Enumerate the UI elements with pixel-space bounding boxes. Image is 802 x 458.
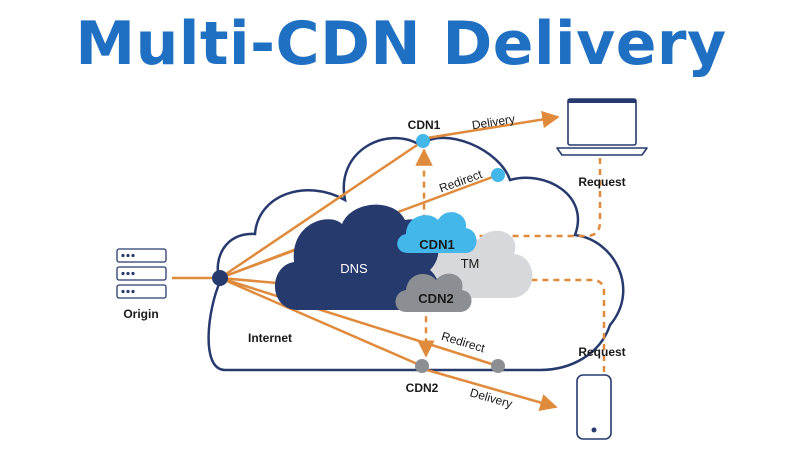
- cdn2-node: [415, 359, 429, 373]
- delivery-arrow-bottom: [426, 368, 558, 412]
- cdn1-cloud-label: CDN1: [419, 237, 454, 252]
- delivery-arrow-top: [426, 110, 560, 140]
- request-label-laptop: Request: [578, 175, 625, 189]
- smartphone-icon: [576, 374, 612, 440]
- laptop-icon: [556, 98, 648, 156]
- dns-cloud: [274, 204, 439, 311]
- tm-label: TM: [461, 256, 480, 271]
- cdn2-cloud: [395, 273, 472, 312]
- hub-rays: [219, 139, 499, 368]
- cdn2-cloud-label: CDN2: [418, 291, 453, 306]
- request-label-phone: Request: [578, 345, 625, 359]
- cdn1-cloud: [397, 212, 477, 253]
- server-icon: [116, 248, 167, 299]
- cdn1-redirect-node: [491, 168, 505, 182]
- cdn1-node: [416, 134, 430, 148]
- origin-label: Origin: [123, 307, 158, 321]
- delivery-label-top: Delivery: [471, 112, 516, 133]
- page-title: Multi-CDN Delivery: [75, 9, 727, 79]
- internet-hub-node: [212, 270, 228, 286]
- internet-label: Internet: [248, 331, 292, 345]
- cdn2-redirect-node: [491, 359, 505, 373]
- cdn2-node-label: CDN2: [406, 381, 439, 395]
- dns-label: DNS: [340, 261, 368, 276]
- cdn1-node-label: CDN1: [408, 118, 441, 132]
